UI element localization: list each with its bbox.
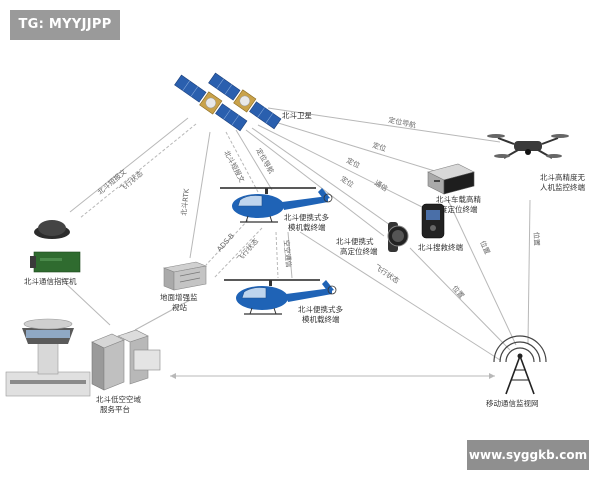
edge-label-heli-ground-b: 飞行状态	[235, 237, 260, 264]
ground-station-icon	[162, 261, 208, 291]
heli2-label-line2: 模机载终端	[302, 314, 340, 324]
edge-vehicle-net	[447, 199, 517, 346]
edge-sat-uav	[267, 107, 501, 143]
ground-station-label-line2: 视站	[172, 302, 187, 312]
vehicle-terminal-icon	[427, 163, 475, 195]
edge-sat-ground	[189, 131, 211, 259]
satellite-icon	[174, 72, 282, 132]
edge-label-sat-watch-a: 定位	[339, 174, 356, 189]
network-label: 移动通信监视网	[486, 398, 539, 408]
watch-icon	[387, 222, 409, 252]
command-terminal-icon	[30, 220, 81, 273]
edge-label-sat-rescue: 定位	[345, 156, 362, 170]
edge-sat-watch-a	[251, 127, 391, 226]
edge-heli-link-a	[275, 231, 279, 279]
vehicle-label-line2: 度定位终端	[440, 204, 478, 214]
platform-label-line1: 北斗低空空域	[96, 394, 141, 404]
edge-cmd-platform	[59, 277, 111, 326]
helicopter-icon	[220, 187, 333, 223]
control-tower-icon	[5, 318, 91, 397]
arrow-head	[170, 373, 176, 379]
uav-label-line2: 人机监控终端	[540, 182, 585, 192]
edge-sat-heli-b	[225, 131, 259, 193]
cell-tower-icon	[493, 335, 547, 395]
satellite-label: 北斗卫星	[282, 111, 312, 120]
edge-heli-link-b	[287, 231, 293, 279]
heli2-label-line1: 北斗便携式多	[298, 304, 343, 314]
edge-sat-vehicle	[261, 117, 439, 173]
edge-heli-ground-a	[205, 219, 249, 266]
vehicle-label-line1: 北斗车载高精	[436, 194, 481, 204]
edge-heli-net	[299, 231, 501, 361]
edge-label-sat-vehicle: 定位	[371, 140, 387, 153]
platform-label-line2: 服务平台	[100, 404, 130, 414]
helicopter-icon	[224, 279, 337, 315]
rescue-terminal-icon	[421, 203, 445, 239]
edge-label-sat-heli-b: 北斗短报文	[222, 149, 246, 184]
edge-watch-net	[409, 247, 511, 351]
edge-sat-cmd-a	[69, 117, 189, 213]
edge-sat-watch-b	[245, 129, 385, 237]
command-label: 北斗通信指挥机	[24, 276, 77, 286]
edge-sat-rescue	[257, 124, 429, 211]
connections	[59, 107, 531, 379]
watch-label-line2: 高定位终端	[340, 246, 378, 256]
edge-label-heli-link: 空空通信	[282, 239, 293, 268]
edge-label-sat-watch-b: 通信	[373, 178, 390, 193]
source-tag: TG: MYYJJPP	[10, 10, 120, 40]
edge-label-watch-net: 位置	[450, 284, 466, 301]
drone-icon	[487, 134, 569, 159]
edge-sat-heli-a	[235, 129, 273, 191]
ground-station-label-line1: 地面增强监	[160, 292, 198, 302]
watch-label-line1: 北斗便携式	[336, 236, 374, 246]
server-icon	[91, 329, 161, 391]
heli1-label-line2: 模机载终端	[288, 222, 326, 232]
edge-ground-platform	[134, 299, 191, 331]
edge-label-sat-ground: 北斗RTK	[180, 188, 191, 216]
edge-label-vehicle-net: 位置	[478, 239, 492, 255]
rescue-label: 北斗搜救终端	[418, 242, 463, 252]
edge-label-heli-ground-a: ADS-B	[216, 232, 237, 254]
watermark-badge: www.syggkb.com	[467, 440, 589, 470]
edge-heli-ground-b	[213, 227, 263, 279]
edge-label-uav-net: 位置	[532, 232, 541, 246]
arrow-head	[489, 373, 495, 379]
uav-label-line1: 北斗高精度无	[540, 172, 585, 182]
edge-uav-net	[527, 199, 531, 344]
heli1-label-line1: 北斗便携式多	[284, 212, 329, 222]
